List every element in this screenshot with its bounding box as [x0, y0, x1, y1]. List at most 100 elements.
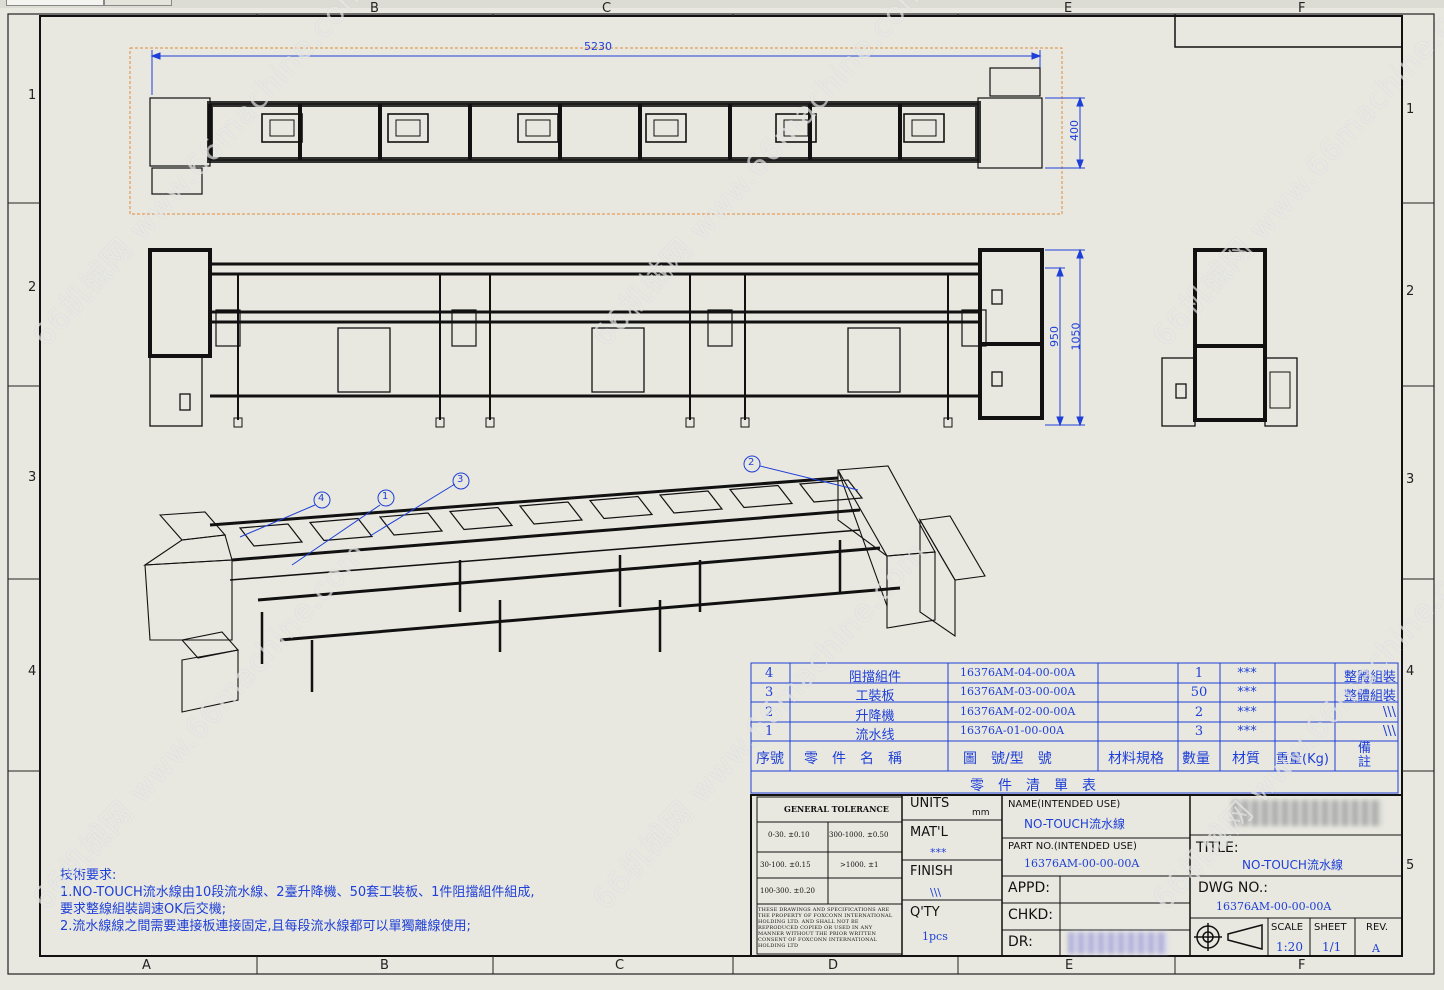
col-letter: A: [142, 958, 151, 973]
units-value: mm: [972, 808, 990, 818]
dwg-label: DWG NO.:: [1198, 880, 1269, 896]
notes-line1: 1.NO-TOUCH流水線由10段流水線、2臺升降機、50套工裝板、1件阻擋組件…: [60, 885, 535, 900]
name-value: NO-TOUCH流水線: [1024, 817, 1125, 831]
sheet-value: 1/1: [1322, 940, 1342, 954]
tolerance-title: GENERAL TOLERANCE: [784, 804, 889, 814]
row-number: 1: [1406, 102, 1415, 117]
finish-value: \\\: [930, 886, 942, 899]
col-letter-top: F: [1298, 1, 1306, 16]
bom-header-spec: 材料規格: [1108, 751, 1164, 767]
matl-value: ***: [930, 846, 947, 859]
bom-cell-name: 升降機: [855, 709, 895, 724]
bom-cell-code: 16376AM-04-00-00A: [960, 666, 1076, 679]
bom-cell-no: 3: [765, 685, 774, 700]
bom-cell-code: 16376AM-03-00-00A: [960, 685, 1076, 698]
tab-active[interactable]: [6, 0, 104, 6]
bom-cell-no: 4: [765, 666, 774, 681]
part-label: PART NO.(INTENDED USE): [1008, 841, 1137, 852]
part-value: 16376AM-00-00-00A: [1024, 857, 1140, 870]
row-number: 4: [28, 664, 37, 679]
bom-cell-code: 16376AM-02-00-00A: [960, 705, 1076, 718]
tolerance-cell: 100-300. ±0.20: [760, 887, 815, 895]
col-letter: C: [615, 958, 625, 973]
dim-height-1050: 1050: [1069, 322, 1083, 351]
row-number: 1: [28, 88, 37, 103]
property-notice: THESE DRAWINGS AND SPECIFICATIONS ARE TH…: [758, 907, 893, 949]
col-letter: B: [380, 958, 389, 973]
bom-cell-qty: 1: [1194, 666, 1204, 681]
bom-cell-name: 流水线: [855, 728, 895, 743]
col-letter: D: [828, 958, 839, 973]
bom-cell-qty: 2: [1194, 705, 1204, 720]
scale-label: SCALE: [1271, 922, 1304, 933]
bom-cell-code: 16376A-01-00-00A: [960, 724, 1065, 737]
scale-value: 1:20: [1276, 940, 1303, 954]
row-number: 3: [28, 470, 37, 485]
notes-heading: 技術要求:: [60, 868, 117, 883]
col-letter-top: E: [1064, 1, 1073, 16]
bom-cell-mat: ***: [1237, 666, 1257, 681]
bom-header-qty: 數量: [1182, 751, 1210, 767]
tolerance-cell: 30-100. ±0.15: [760, 861, 811, 869]
tolerance-cell: 0-30. ±0.10: [768, 831, 810, 839]
col-letter-top: B: [370, 1, 379, 16]
tolerance-cell: 300-1000. ±0.50: [829, 831, 889, 839]
appd-label: APPD:: [1008, 880, 1050, 896]
redacted-company: [1232, 800, 1382, 826]
units-label: UNITS: [910, 796, 950, 811]
dr-label: DR:: [1008, 934, 1033, 950]
toolbar-strip: [0, 0, 1444, 8]
bom-cell-mat: ***: [1237, 724, 1257, 739]
balloon-4: 4: [318, 493, 325, 504]
bom-cell-mat: ***: [1237, 685, 1257, 700]
bom-cell-qty: 50: [1190, 685, 1208, 700]
qty-label: Q'TY: [910, 905, 940, 920]
bom-cell-note: 整體組裝: [1343, 670, 1396, 685]
dim-height-950: 950: [1048, 326, 1061, 347]
matl-label: MAT'L: [910, 825, 948, 840]
notes-line3: 2.流水線線之間需要連接板連接固定,且每段流水線都可以單獨離線使用;: [60, 919, 471, 934]
row-number: 3: [1406, 472, 1415, 487]
row-number: 2: [1406, 284, 1415, 299]
bom-cell-no: 1: [765, 724, 774, 739]
dim-length: 5230: [584, 40, 612, 53]
bom-cell-mat: ***: [1237, 705, 1257, 720]
tab-other[interactable]: [104, 0, 172, 6]
row-number: 2: [28, 280, 37, 295]
bom-cell-name: 工裝板: [855, 689, 895, 704]
col-letter: F: [1298, 958, 1306, 973]
dim-width: 400: [1068, 120, 1081, 141]
title-value: NO-TOUCH流水線: [1242, 858, 1343, 872]
bom-header-mat: 材質: [1232, 751, 1260, 767]
bom-header-note: 備註: [1358, 741, 1372, 770]
bom-header-no: 序號: [756, 751, 784, 767]
bom-cell-note: \\\: [1382, 724, 1396, 739]
notes-line2: 要求整線組裝調速OK后交機;: [60, 902, 227, 917]
chkd-label: CHKD:: [1008, 907, 1053, 923]
col-letter: E: [1065, 958, 1074, 973]
tolerance-cell: >1000. ±1: [840, 861, 879, 869]
bom-cell-note: \\\: [1382, 705, 1396, 720]
projection-symbol: [1194, 923, 1263, 951]
name-label: NAME(INTENDED USE): [1008, 799, 1121, 810]
col-letter-top: C: [602, 1, 612, 16]
balloon-2: 2: [748, 457, 755, 468]
dwg-value: 16376AM-00-00-00A: [1216, 900, 1332, 913]
bom-caption: 零 件 清 單 表: [970, 778, 1096, 794]
rev-label: REV.: [1366, 922, 1388, 933]
bom-cell-no: 2: [765, 705, 774, 720]
balloon-1: 1: [382, 491, 389, 502]
title-label: TITLE:: [1196, 840, 1239, 856]
bom-cell-qty: 3: [1194, 724, 1204, 739]
bom-cell-note: 整體組裝: [1343, 689, 1396, 704]
row-number: 4: [1406, 664, 1415, 679]
bom-header-name: 零 件 名 稱: [804, 751, 902, 767]
redacted-drawer: [1068, 932, 1168, 954]
qty-value: 1pcs: [922, 930, 948, 943]
sheet-label: SHEET: [1314, 922, 1347, 933]
bom-header-code: 圖 號/型 號: [963, 751, 1052, 767]
bom-header-weight: 重量(Kg): [1276, 752, 1329, 767]
balloon-3: 3: [457, 474, 464, 485]
row-number: 5: [1406, 858, 1415, 873]
